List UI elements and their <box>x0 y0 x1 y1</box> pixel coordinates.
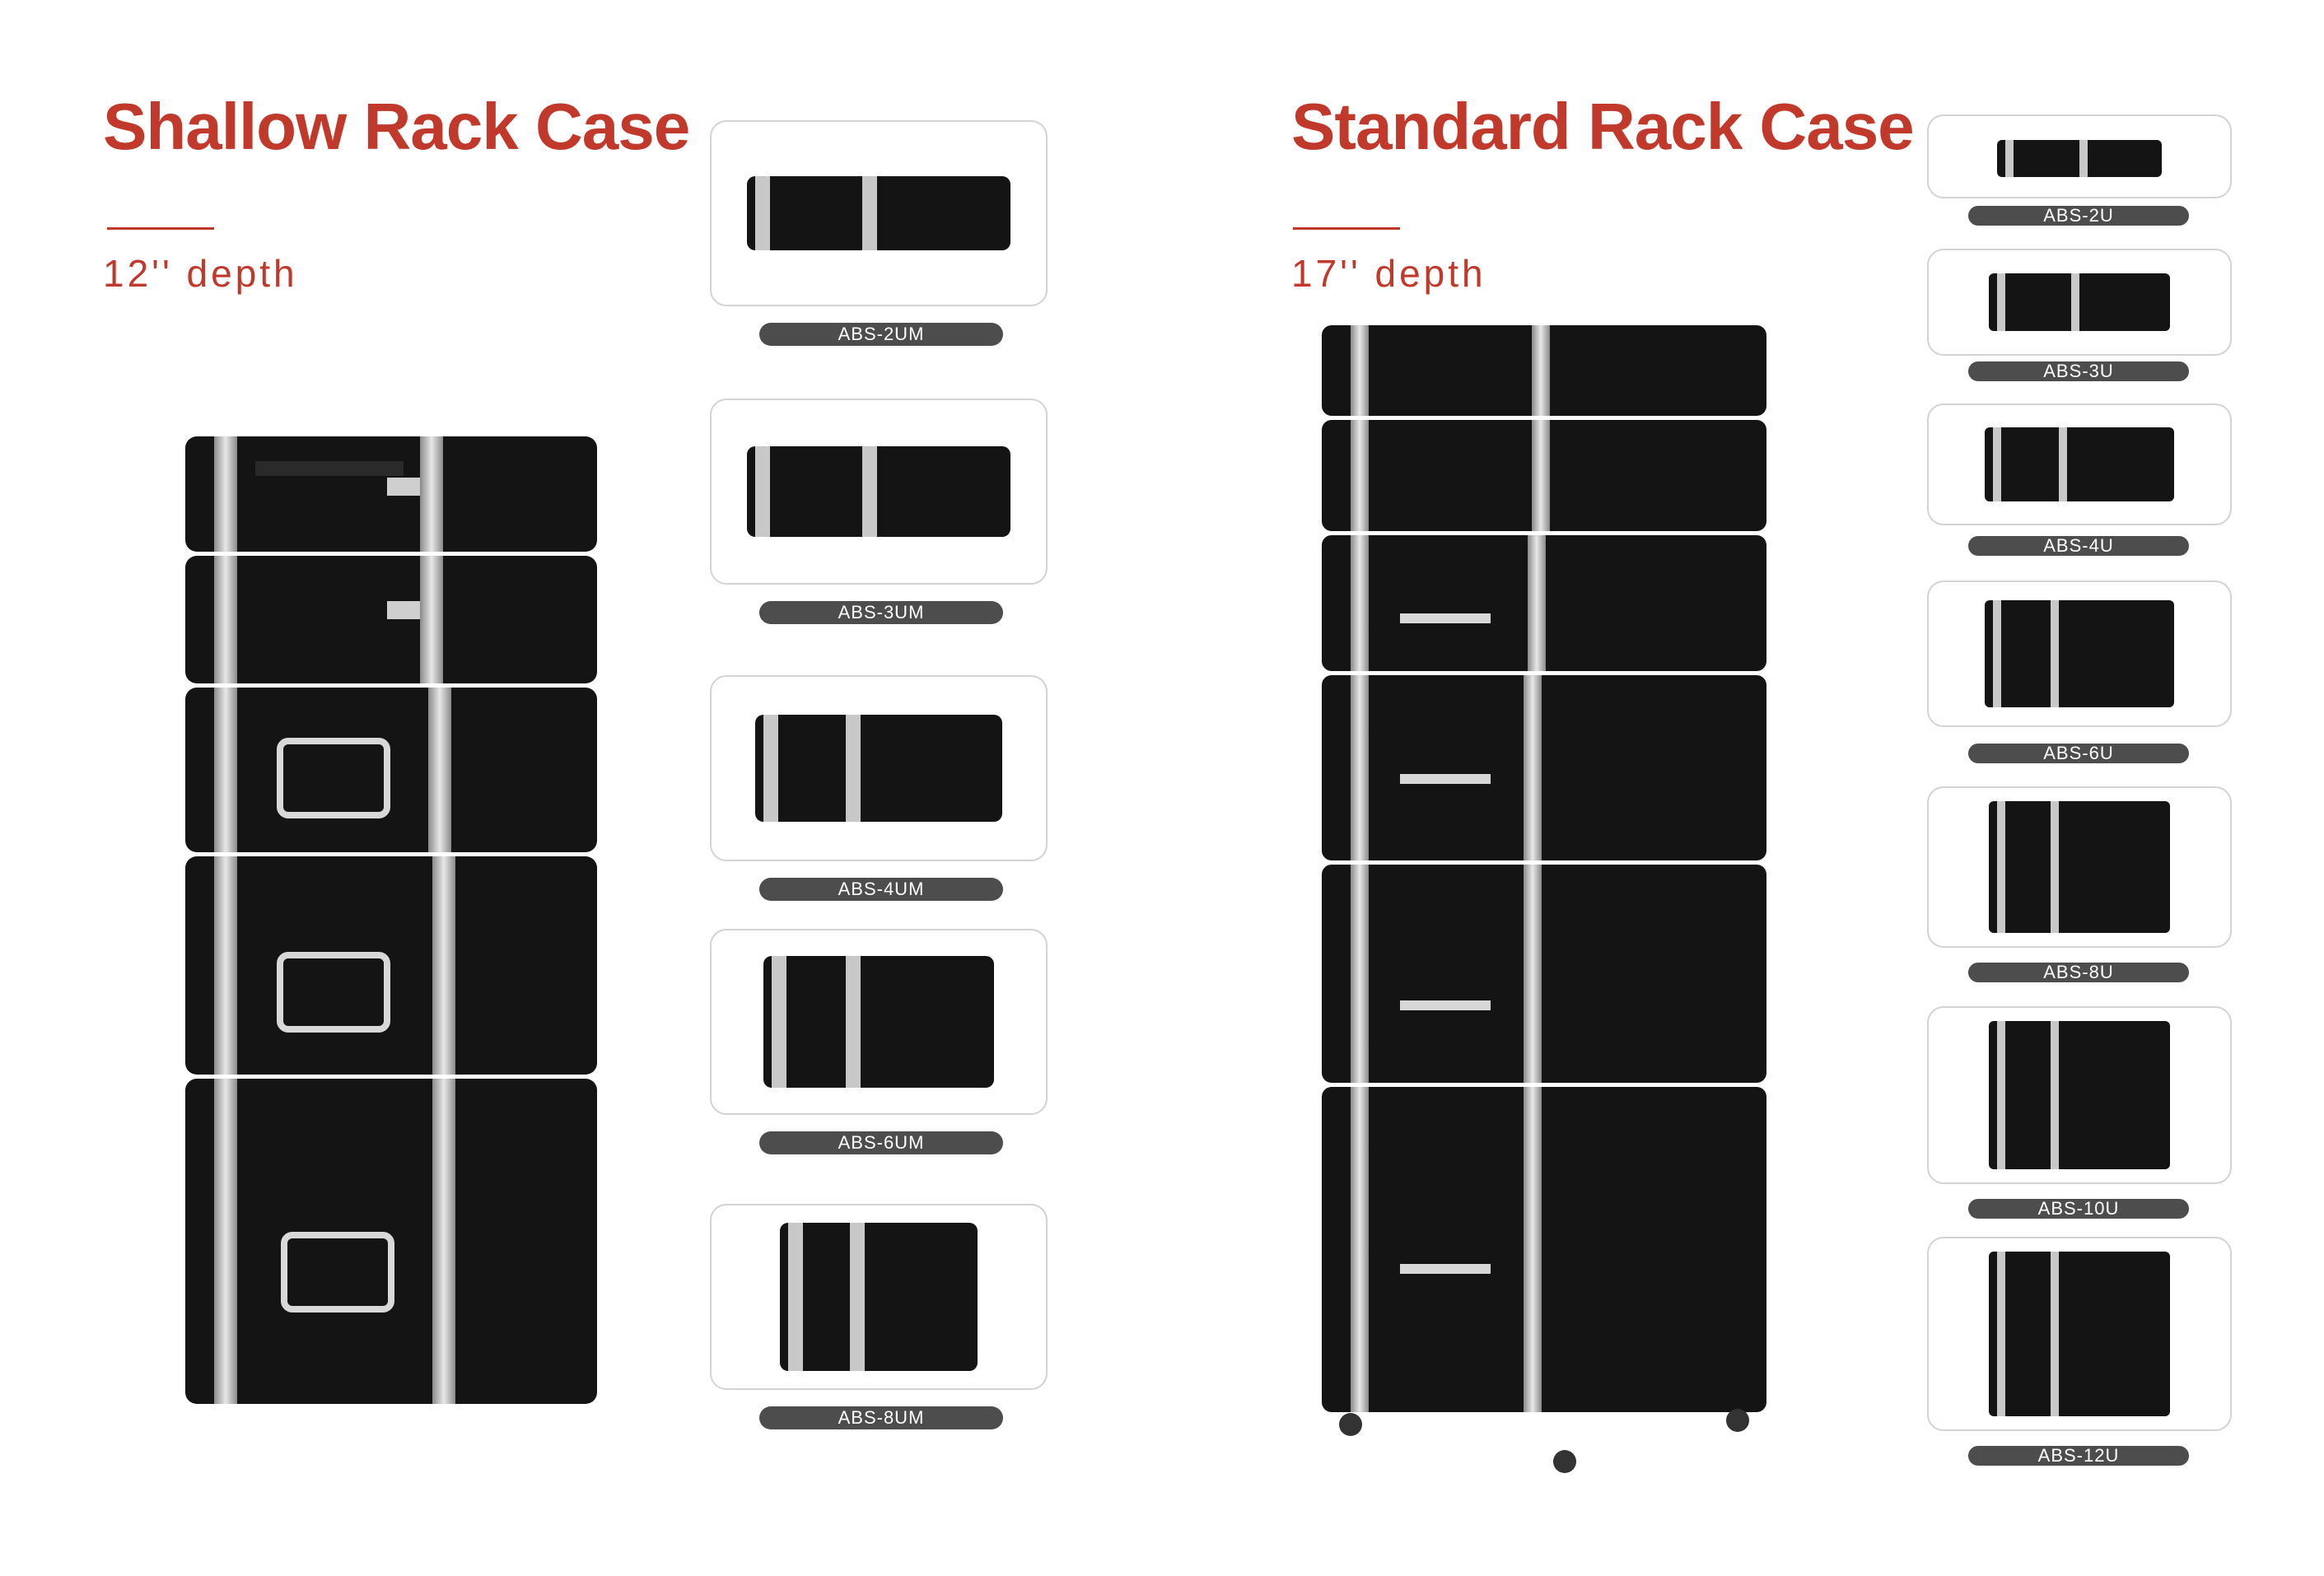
case-8um <box>185 1079 597 1404</box>
thumb-standard-3u[interactable] <box>1927 249 2232 356</box>
case-photo <box>763 956 994 1088</box>
case-4u <box>1322 535 1766 671</box>
label-standard-2u: ABS-2U <box>1968 206 2189 226</box>
shallow-stack-image <box>185 436 597 1404</box>
case-photo <box>747 176 1010 250</box>
case-photo <box>1997 140 2162 177</box>
case-4um <box>185 688 597 852</box>
standard-depth: 17'' depth <box>1291 252 1486 295</box>
thumb-standard-2u[interactable] <box>1927 114 2232 198</box>
label-standard-10u: ABS-10U <box>1968 1199 2189 1219</box>
case-12u <box>1322 1087 1766 1412</box>
case-6um <box>185 856 597 1075</box>
thumb-shallow-8um[interactable] <box>710 1204 1048 1390</box>
label-shallow-2um: ABS-2UM <box>759 323 1003 346</box>
case-2u <box>1322 325 1766 416</box>
standard-title: Standard Rack Case <box>1291 90 1915 163</box>
shallow-title-rule <box>107 227 214 230</box>
case-photo <box>1989 273 2170 331</box>
label-shallow-3um: ABS-3UM <box>759 601 1003 624</box>
case-photo <box>1989 801 2170 933</box>
shallow-title: Shallow Rack Case <box>103 90 690 163</box>
thumb-standard-6u[interactable] <box>1927 581 2232 727</box>
case-2um <box>185 436 597 552</box>
label-shallow-8um: ABS-8UM <box>759 1406 1003 1429</box>
case-3u <box>1322 420 1766 531</box>
case-photo <box>1985 427 2174 501</box>
shallow-depth: 12'' depth <box>103 252 298 295</box>
standard-title-rule <box>1293 227 1400 230</box>
standard-stack-image <box>1322 325 1766 1473</box>
label-standard-4u: ABS-4U <box>1968 536 2189 556</box>
thumb-shallow-4um[interactable] <box>710 675 1048 861</box>
case-photo <box>1989 1252 2170 1416</box>
label-standard-6u: ABS-6U <box>1968 744 2189 763</box>
case-6u <box>1322 675 1766 860</box>
case-photo <box>1985 600 2174 707</box>
label-standard-8u: ABS-8U <box>1968 963 2189 982</box>
thumb-shallow-3um[interactable] <box>710 399 1048 585</box>
case-photo <box>1989 1021 2170 1169</box>
label-shallow-6um: ABS-6UM <box>759 1131 1003 1154</box>
thumb-standard-4u[interactable] <box>1927 403 2232 525</box>
case-photo <box>747 446 1010 537</box>
case-3um <box>185 556 597 683</box>
case-photo <box>780 1223 978 1371</box>
casters <box>1339 1409 1749 1473</box>
label-standard-12u: ABS-12U <box>1968 1446 2189 1466</box>
thumb-standard-8u[interactable] <box>1927 786 2232 948</box>
label-shallow-4um: ABS-4UM <box>759 878 1003 901</box>
case-8u <box>1322 865 1766 1083</box>
shallow-stack-photo <box>181 428 609 1416</box>
thumb-standard-10u[interactable] <box>1927 1006 2232 1184</box>
thumb-shallow-2um[interactable] <box>710 120 1048 306</box>
label-standard-3u: ABS-3U <box>1968 361 2189 381</box>
thumb-standard-12u[interactable] <box>1927 1237 2232 1431</box>
thumb-shallow-6um[interactable] <box>710 929 1048 1115</box>
standard-stack-photo <box>1318 317 1779 1478</box>
case-photo <box>755 715 1002 822</box>
